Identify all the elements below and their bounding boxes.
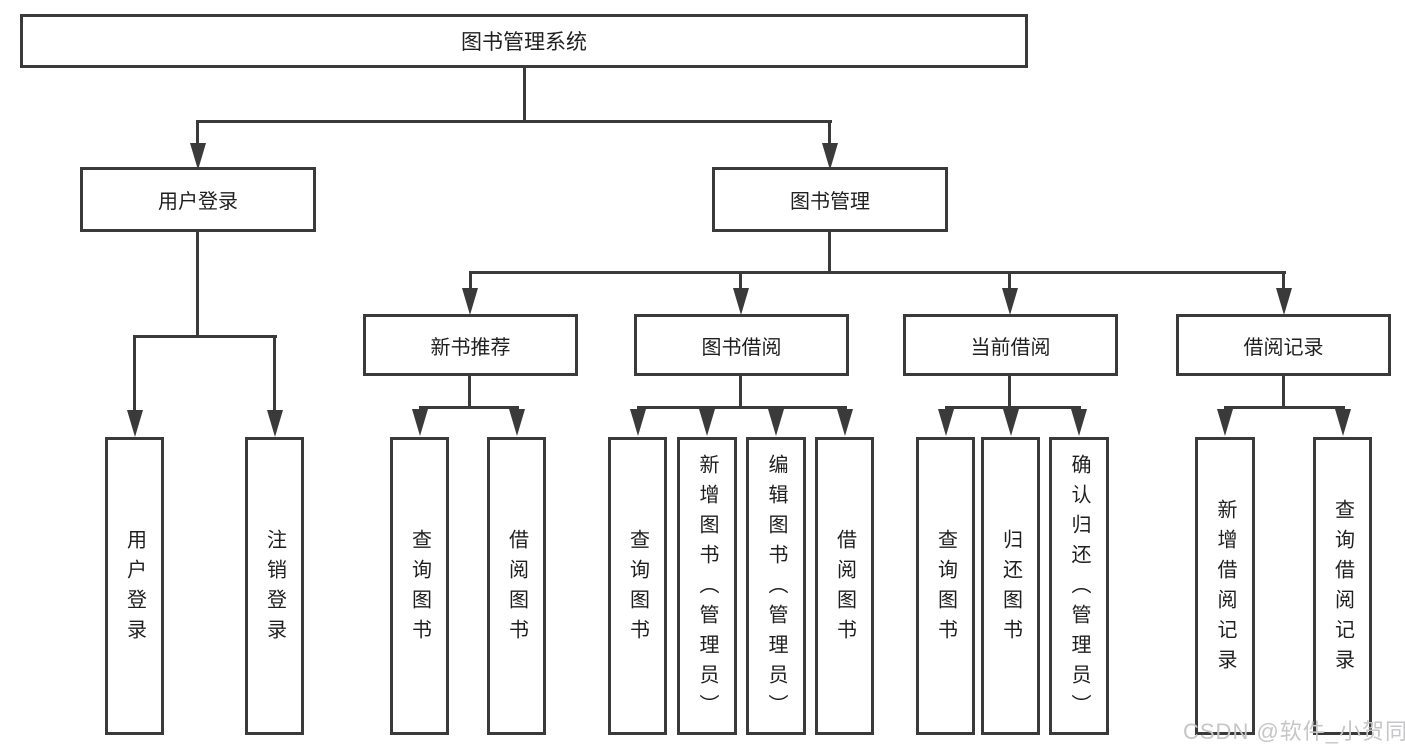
node-borrow-records: 借阅记录	[1176, 314, 1391, 376]
node-book-management: 图书管理	[712, 167, 948, 232]
connector-book-mgmt-hbar	[469, 271, 1286, 274]
arrow-down-icon	[127, 410, 143, 437]
arrow-down-icon	[938, 409, 954, 436]
node-user-login: 用户登录	[80, 167, 316, 232]
connector-book-mgmt-drop-1	[469, 271, 472, 293]
node-library-management-system: 图书管理系统	[20, 14, 1028, 68]
connector-book-mgmt-stem	[828, 232, 831, 274]
leaf-borrow-query-books: 查询图书	[608, 437, 667, 735]
arrow-down-icon	[412, 409, 428, 436]
leaf-records-query-record: 查询借阅记录	[1313, 437, 1372, 735]
node-new-book-recommend: 新书推荐	[363, 314, 578, 376]
arrow-down-icon	[1217, 409, 1233, 436]
arrow-down-icon	[768, 409, 784, 436]
leaf-user-login: 用户登录	[105, 437, 164, 735]
arrow-down-icon	[1276, 288, 1292, 315]
connector-book-mgmt-drop-3	[1008, 271, 1011, 293]
arrow-down-icon	[1002, 288, 1018, 315]
arrow-down-icon	[462, 288, 478, 315]
arrow-down-icon	[733, 288, 749, 315]
arrow-down-icon	[267, 410, 283, 437]
leaf-current-confirm-return: 确认归还（管理员）	[1049, 437, 1109, 735]
connector-root-hbar	[196, 120, 832, 123]
connector-user-login-stem	[196, 232, 199, 338]
arrow-down-icon	[509, 409, 525, 436]
connector-book-mgmt-drop-4	[1282, 271, 1285, 293]
leaf-records-add-record: 新增借阅记录	[1195, 437, 1255, 735]
connector-book-mgmt-drop-2	[739, 271, 742, 293]
connector-records-hbar	[1224, 406, 1345, 409]
arrow-down-icon	[1003, 409, 1019, 436]
leaf-recommend-query-books: 查询图书	[390, 437, 449, 735]
leaf-borrow-add-books: 新增图书（管理员）	[677, 437, 737, 735]
connector-recommend-hbar	[419, 406, 519, 409]
leaf-borrow-edit-books: 编辑图书（管理员）	[746, 437, 806, 735]
connector-root-drop-right	[828, 120, 831, 150]
arrow-down-icon	[190, 143, 206, 170]
arrow-down-icon	[822, 143, 838, 170]
arrow-down-icon	[1071, 409, 1087, 436]
connector-current-stem	[1008, 374, 1011, 408]
connector-user-login-hbar	[133, 335, 277, 338]
arrow-down-icon	[1335, 409, 1351, 436]
connector-records-stem	[1282, 374, 1285, 408]
leaf-borrow-borrow-books: 借阅图书	[815, 437, 874, 735]
arrow-down-icon	[699, 409, 715, 436]
connector-root-stem	[523, 66, 526, 123]
connector-user-login-drop-right	[273, 335, 276, 411]
arrow-down-icon	[630, 409, 646, 436]
node-book-borrow: 图书借阅	[634, 314, 849, 376]
connector-user-login-drop-left	[133, 335, 136, 411]
leaf-current-query-books: 查询图书	[916, 437, 975, 735]
connector-borrow-hbar	[637, 406, 847, 409]
node-current-borrow: 当前借阅	[903, 314, 1118, 376]
leaf-logout: 注销登录	[245, 437, 304, 735]
leaf-recommend-borrow-books: 借阅图书	[487, 437, 546, 735]
leaf-current-return-books: 归还图书	[981, 437, 1040, 735]
arrow-down-icon	[837, 409, 853, 436]
connector-borrow-stem	[739, 374, 742, 408]
connector-current-hbar	[945, 406, 1081, 409]
connector-recommend-stem	[468, 374, 471, 408]
connector-root-drop-left	[196, 120, 199, 150]
